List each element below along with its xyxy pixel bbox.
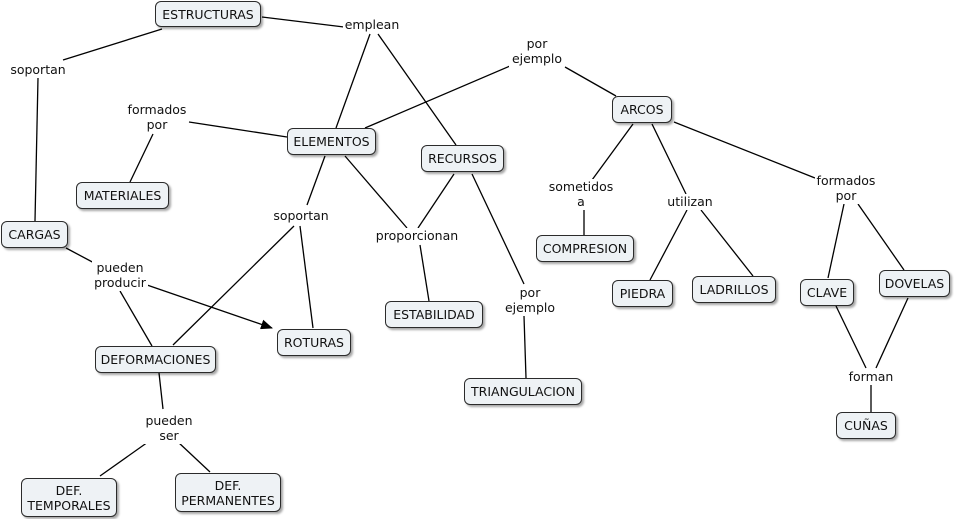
concept-piedra[interactable]: PIEDRA — [612, 280, 673, 307]
link-formados-por-dovelas: formados por — [815, 173, 877, 204]
concept-ladrillos[interactable]: LADRILLOS — [692, 276, 776, 303]
concept-clave[interactable]: CLAVE — [800, 279, 854, 306]
link-proporcionan: proporcionan — [375, 228, 459, 244]
link-por-ejemplo-triangulacion: por ejemplo — [502, 285, 558, 316]
link-sometidos-a: sometidos a — [547, 179, 615, 210]
concept-materiales[interactable]: MATERIALES — [76, 182, 169, 209]
concept-recursos[interactable]: RECURSOS — [421, 145, 504, 172]
link-soportan-roturas: soportan — [271, 208, 331, 224]
concept-roturas[interactable]: ROTURAS — [277, 329, 351, 356]
link-por-ejemplo-arcos: por ejemplo — [509, 36, 565, 67]
concept-estabilidad[interactable]: ESTABILIDAD — [385, 301, 483, 328]
concept-compresion[interactable]: COMPRESION — [536, 235, 634, 262]
concept-elementos[interactable]: ELEMENTOS — [287, 128, 376, 155]
concept-cargas[interactable]: CARGAS — [1, 221, 68, 248]
link-soportan-cargas: soportan — [8, 62, 68, 78]
link-formados-por-materiales: formados por — [126, 102, 188, 133]
concept-arcos[interactable]: ARCOS — [612, 96, 672, 123]
concept-def-permanentes[interactable]: DEF. PERMANENTES — [175, 473, 281, 512]
concept-estructuras[interactable]: ESTRUCTURAS — [155, 1, 261, 27]
concept-dovelas[interactable]: DOVELAS — [879, 270, 950, 297]
concept-triangulacion[interactable]: TRIANGULACION — [464, 378, 582, 405]
link-emplean: emplean — [343, 17, 401, 33]
concept-def-temporales[interactable]: DEF. TEMPORALES — [21, 478, 117, 517]
link-pueden-ser: pueden ser — [143, 413, 195, 444]
concept-deformaciones[interactable]: DEFORMACIONES — [95, 346, 216, 373]
link-utilizan: utilizan — [664, 194, 716, 210]
link-forman: forman — [845, 369, 897, 385]
link-pueden-producir: pueden producir — [92, 260, 148, 291]
concept-cunas[interactable]: CUÑAS — [836, 412, 896, 439]
